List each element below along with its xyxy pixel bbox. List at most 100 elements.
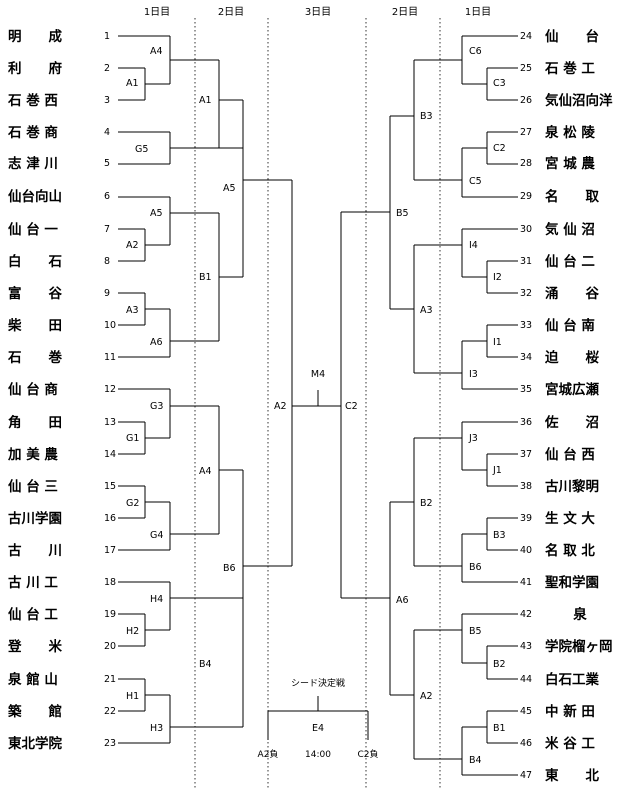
right-r1-match-code: C2 (493, 143, 506, 154)
right-seed-number: 31 (520, 256, 532, 267)
right-seed-number: 34 (520, 352, 532, 363)
left-team-name: 東北学院 (8, 735, 62, 752)
right-r1-match-code: C5 (469, 176, 482, 187)
left-team-name: 加 美 農 (7, 446, 58, 463)
right-semi-match-code: C2 (345, 401, 358, 412)
right-seed-number: 32 (520, 288, 532, 299)
right-team-name: 仙 台 西 (545, 446, 595, 463)
left-r1-match-code: A1 (126, 78, 139, 89)
left-seed-number: 12 (104, 384, 116, 395)
left-seed-number: 14 (104, 449, 116, 460)
left-seed-number: 5 (104, 158, 110, 169)
left-seed-number: 17 (104, 545, 116, 556)
right-team-name: 泉 (573, 606, 587, 623)
left-seed-number: 23 (104, 738, 116, 749)
left-team-name: 明 成 (8, 28, 62, 45)
left-seed-number: 13 (104, 417, 116, 428)
left-r2-match-code: B4 (199, 659, 212, 670)
left-r1-match-code: G4 (150, 530, 163, 541)
right-r2-match-code: B5 (396, 208, 409, 219)
left-r1-match-code: H4 (150, 594, 163, 605)
right-team-name: 宮 城 農 (545, 155, 595, 172)
left-r2-match-code: A1 (199, 95, 212, 106)
right-r1-match-code: I2 (493, 272, 502, 283)
right-seed-number: 41 (520, 577, 532, 588)
right-seed-number: 42 (520, 609, 532, 620)
right-team-name: 佐 沼 (544, 414, 599, 431)
seed-match-time: 14:00 (305, 750, 331, 760)
left-team-name: 石 巻 西 (7, 92, 58, 109)
left-team-name: 石 巻 商 (7, 124, 58, 141)
left-r1-match-code: H1 (126, 691, 139, 702)
right-team-name: 白石工業 (545, 671, 599, 688)
left-team-name: 築 館 (7, 703, 62, 720)
header-left-day1: 1日目 (144, 7, 170, 18)
left-r1-match-code: H3 (150, 723, 163, 734)
right-team-name: 気 仙 沼 (545, 221, 595, 238)
left-r2-match-code: A4 (199, 466, 212, 477)
right-team-name: 仙 台 南 (545, 317, 595, 334)
right-seed-number: 38 (520, 481, 532, 492)
right-team-name: 名 取 (545, 188, 599, 205)
left-seed-number: 4 (104, 127, 110, 138)
right-seed-number: 26 (520, 95, 532, 106)
seed-match-title: シード決定戦 (291, 677, 345, 689)
left-semi-match-code: A2 (274, 401, 287, 412)
right-r1-match-code: I4 (469, 240, 478, 251)
right-seed-number: 47 (520, 770, 532, 781)
left-seed-number: 22 (104, 706, 116, 717)
left-seed-number: 15 (104, 481, 116, 492)
right-r1-match-code: J1 (492, 465, 502, 476)
right-seed-number: 30 (520, 224, 532, 235)
right-r1-match-code: B3 (493, 530, 506, 541)
right-seed-number: 35 (520, 384, 532, 395)
right-r2-match-code: A3 (420, 305, 433, 316)
right-team-name: 石 巻 工 (544, 60, 595, 77)
right-r2-match-code: A2 (420, 691, 433, 702)
left-seed-number: 6 (104, 191, 110, 202)
left-team-name: 志 津 川 (8, 155, 58, 172)
left-team-name: 仙 台 三 (8, 478, 58, 495)
right-seed-number: 45 (520, 706, 532, 717)
header-right-day1: 1日目 (465, 7, 491, 18)
left-seed-number: 21 (104, 674, 116, 685)
left-r1-match-code: G5 (135, 144, 148, 155)
right-seed-number: 37 (520, 449, 532, 460)
seed-match-code: E4 (312, 723, 324, 734)
right-seed-number: 27 (520, 127, 532, 138)
left-team-name: 仙 台 商 (8, 381, 58, 398)
left-seed-number: 3 (104, 95, 110, 106)
left-team-name: 仙 台 一 (8, 221, 58, 238)
right-seed-number: 24 (520, 31, 532, 42)
right-seed-number: 29 (520, 191, 532, 202)
right-r1-match-code: C3 (493, 78, 506, 89)
right-team-name: 生 文 大 (545, 510, 595, 527)
right-r1-match-code: I3 (469, 369, 478, 380)
header-center-day3: 3日目 (305, 7, 331, 18)
left-team-name: 角 田 (8, 414, 62, 431)
right-seed-number: 44 (520, 674, 532, 685)
right-r1-match-code: B6 (469, 562, 482, 573)
left-team-name: 柴 田 (7, 317, 62, 334)
right-team-name: 中 新 田 (545, 703, 595, 720)
left-r1-match-code: A4 (150, 46, 163, 57)
left-r2-match-code: B6 (223, 563, 236, 574)
right-seed-number: 28 (520, 158, 532, 169)
left-seed-number: 1 (104, 31, 110, 42)
right-team-name: 米 谷 工 (545, 735, 595, 752)
right-team-name: 古川黎明 (545, 478, 599, 495)
left-team-name: 古 川 工 (8, 574, 58, 591)
left-r2-match-code: A5 (223, 183, 236, 194)
seed-match-left-slot: A2負 (258, 748, 279, 760)
right-team-name: 涌 谷 (545, 286, 599, 302)
left-seed-number: 18 (104, 577, 116, 588)
left-r1-match-code: G2 (126, 498, 139, 509)
right-seed-number: 40 (520, 545, 532, 556)
right-team-name: 気仙沼向洋 (545, 92, 613, 109)
left-seed-number: 11 (104, 352, 116, 363)
right-r1-match-code: I1 (493, 337, 502, 348)
left-r1-match-code: G1 (126, 433, 139, 444)
right-r2-match-code: A6 (396, 595, 409, 606)
right-seed-number: 33 (520, 320, 532, 331)
